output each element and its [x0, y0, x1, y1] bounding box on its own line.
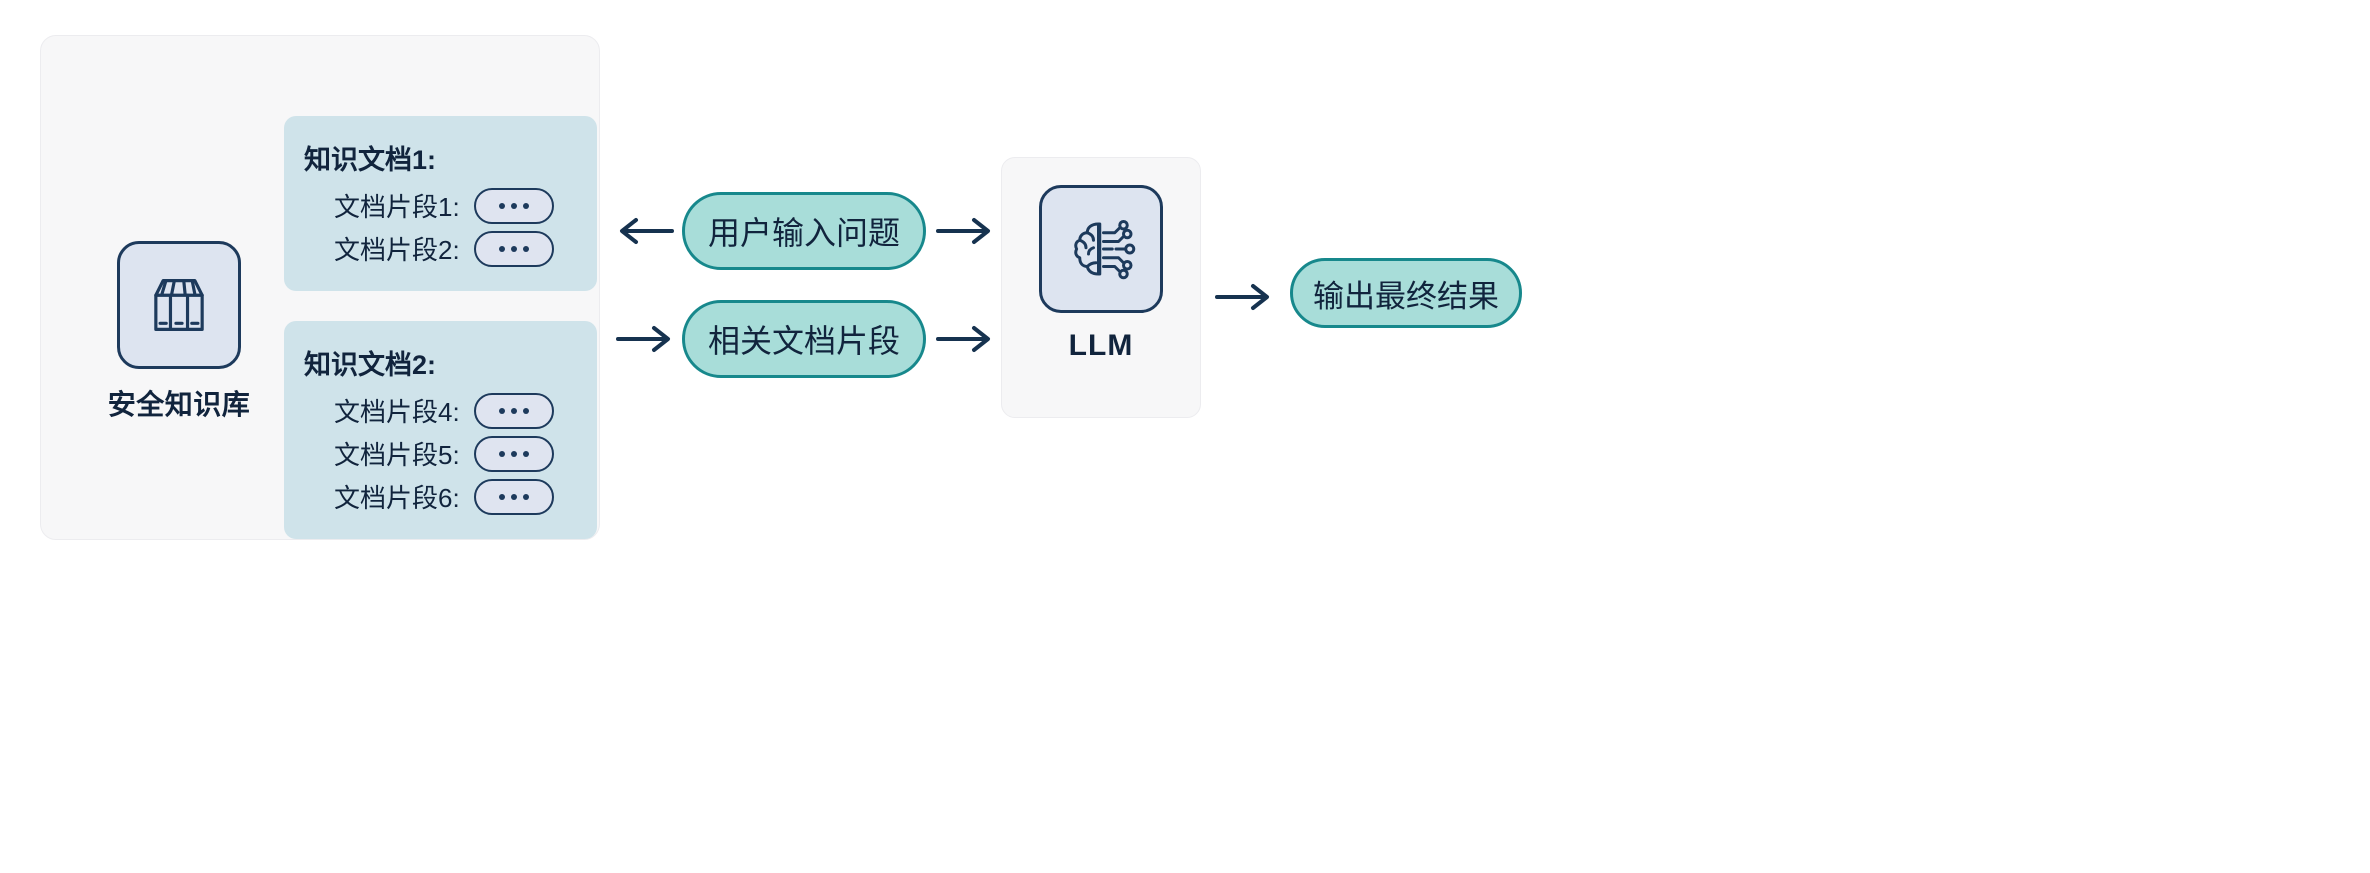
llm-panel: LLM [1001, 157, 1201, 418]
knowledge-base-caption: 安全知识库 [107, 389, 251, 420]
document-fragment-chip[interactable] [473, 392, 554, 429]
document-fragment-label: 文档片段4: [334, 397, 460, 427]
arrow-query-to-llm [936, 218, 990, 244]
ellipsis-dot [510, 493, 517, 500]
ellipsis-dot [498, 202, 505, 209]
ellipsis-dot [522, 245, 529, 252]
document-card[interactable]: 知识文档1: 文档片段1: 文档片段2: [284, 116, 597, 291]
document-fragment-row[interactable]: 文档片段4: [334, 392, 577, 429]
knowledge-base-panel: 安全知识库 知识文档1: 文档片段1: 文档片段2: [40, 35, 600, 540]
relevant-chunks-node[interactable]: 相关文档片段 [682, 300, 926, 378]
document-fragment-label: 文档片段6: [334, 483, 460, 513]
knowledge-base-identity: 安全知识库 [99, 241, 259, 423]
document-title: 知识文档2: [304, 350, 437, 380]
document-fragment-chip[interactable] [473, 478, 554, 515]
brain-circuit-icon [1039, 185, 1163, 313]
document-fragment-label: 文档片段5: [334, 440, 460, 470]
arrow-knowledge-base-to-chunks [616, 326, 670, 352]
ellipsis-dot [498, 245, 505, 252]
user-query-node[interactable]: 用户输入问题 [682, 192, 926, 270]
document-fragment-row[interactable]: 文档片段1: [334, 187, 577, 224]
ellipsis-dot [522, 202, 529, 209]
ellipsis-dot [510, 407, 517, 414]
document-title: 知识文档1: [304, 145, 437, 175]
llm-caption: LLM [1068, 329, 1134, 362]
document-fragment-chip[interactable] [473, 230, 554, 267]
document-fragment-label: 文档片段2: [334, 235, 460, 265]
document-fragment-row[interactable]: 文档片段2: [334, 230, 577, 267]
ellipsis-dot [510, 245, 517, 252]
ellipsis-dot [510, 202, 517, 209]
document-card[interactable]: 知识文档2: 文档片段4: 文档片段5: 文档片段6: [284, 321, 597, 539]
ellipsis-dot [522, 407, 529, 414]
ellipsis-dot [510, 450, 517, 457]
ellipsis-dot [498, 407, 505, 414]
arrow-chunks-to-llm [936, 326, 990, 352]
arrow-query-to-knowledge-base [620, 218, 674, 244]
ellipsis-dot [522, 493, 529, 500]
arrow-llm-to-output [1215, 284, 1269, 310]
ellipsis-dot [522, 450, 529, 457]
final-output-node[interactable]: 输出最终结果 [1290, 258, 1522, 328]
document-fragment-chip[interactable] [473, 435, 554, 472]
books-archive-icon [117, 241, 241, 369]
ellipsis-dot [498, 450, 505, 457]
document-fragment-row[interactable]: 文档片段6: [334, 478, 577, 515]
document-fragment-chip[interactable] [473, 187, 554, 224]
ellipsis-dot [498, 493, 505, 500]
document-fragment-label: 文档片段1: [334, 192, 460, 222]
document-fragment-row[interactable]: 文档片段5: [334, 435, 577, 472]
